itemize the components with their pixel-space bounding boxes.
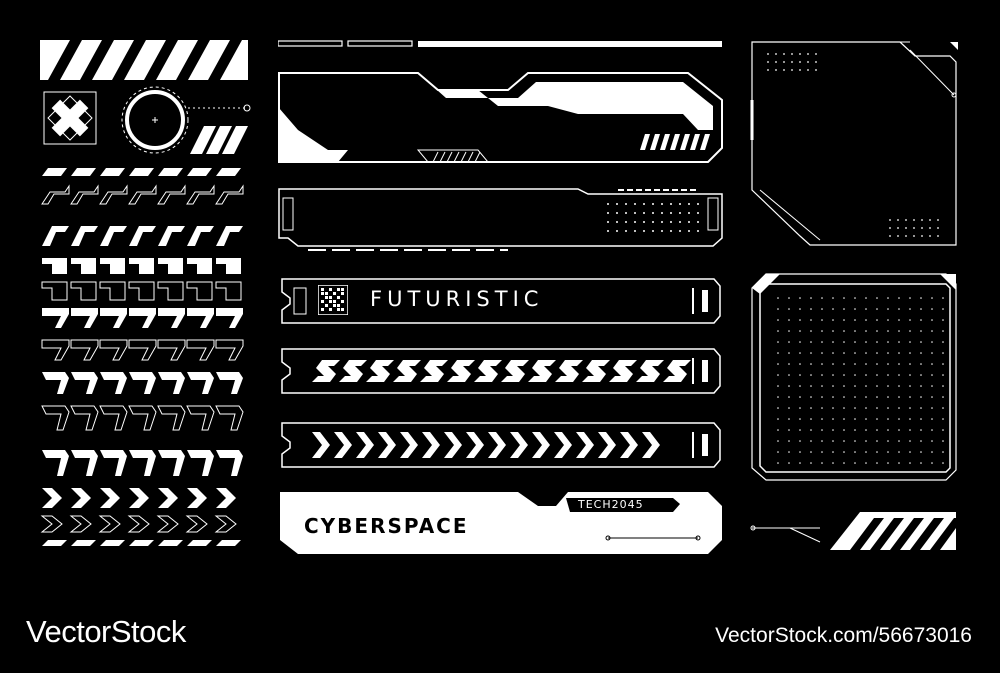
futuristic-bar: FUTURISTIC bbox=[278, 276, 724, 326]
qr-code-icon bbox=[318, 285, 348, 315]
frame-square-dotted bbox=[750, 272, 960, 484]
vectorstock-logo: VectorStock bbox=[26, 614, 186, 649]
target-circle-icon bbox=[121, 86, 251, 154]
chevron-strips bbox=[40, 168, 244, 546]
arrow-bar bbox=[278, 420, 724, 470]
slash-stripes-icon bbox=[190, 126, 248, 154]
tech-label: TECH2045 bbox=[578, 498, 644, 511]
top-bars bbox=[278, 40, 724, 50]
futuristic-label: FUTURISTIC bbox=[370, 287, 544, 311]
cross-icon bbox=[43, 91, 97, 145]
left-pattern-svg bbox=[40, 40, 251, 546]
zigzag-bar bbox=[278, 346, 724, 396]
left-pattern-column bbox=[40, 40, 252, 555]
frame-square-top bbox=[750, 40, 960, 250]
cyberspace-label: CYBERSPACE bbox=[304, 514, 469, 538]
frame-angled-top bbox=[278, 70, 724, 170]
hazard-stripe-block bbox=[40, 40, 248, 80]
vectorstock-id: VectorStock.com/56673016 bbox=[715, 624, 972, 647]
frame-dotted bbox=[278, 186, 724, 252]
cyberspace-frame: CYBERSPACE TECH2045 bbox=[278, 490, 724, 556]
hazard-corner bbox=[750, 508, 960, 553]
